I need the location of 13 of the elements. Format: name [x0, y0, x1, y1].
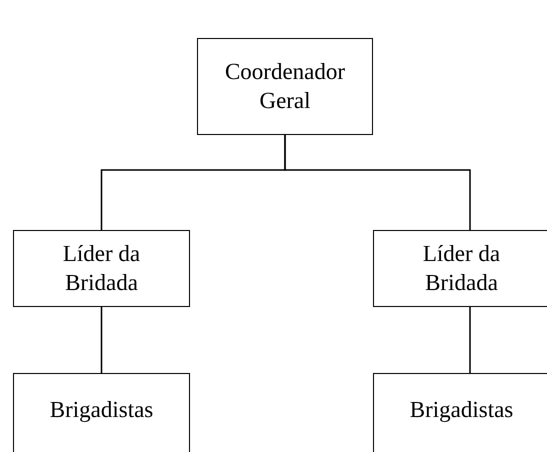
org-box: [373, 373, 547, 452]
org-box: [13, 373, 190, 452]
role-title: Brigadistas: [50, 396, 154, 424]
role-title: Líder da Bridada: [422, 240, 502, 296]
role-title: Coordenador Geral: [224, 58, 346, 114]
org-box: [197, 38, 373, 135]
role-title: Brigadistas: [410, 396, 514, 424]
org-box: [13, 230, 190, 307]
org-box: [373, 230, 547, 307]
connector-line: [284, 135, 471, 230]
connector-line: [100, 307, 102, 373]
connector-line: [469, 307, 471, 373]
role-title: Líder da Bridada: [62, 240, 142, 296]
